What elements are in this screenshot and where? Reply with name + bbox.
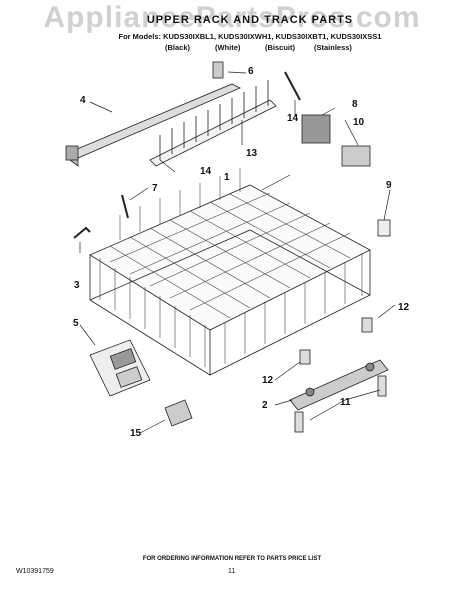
callout-7: 7 — [152, 183, 158, 194]
color-label-white: (White) — [215, 43, 241, 52]
rack-adjuster-part — [289, 359, 389, 411]
callout-2: 2 — [262, 400, 268, 411]
stop-clip-part — [377, 219, 391, 237]
callout-14b: 14 — [200, 166, 212, 177]
callout-10: 10 — [353, 117, 365, 128]
callout-4: 4 — [80, 95, 86, 106]
model-list: For Models: KUDS30IXBL1, KUDS30IXWH1, KU… — [118, 32, 382, 41]
callout-14a: 14 — [287, 113, 299, 124]
page-number: 11 — [228, 568, 236, 575]
track-roller-part — [361, 317, 373, 333]
pin-part — [121, 194, 129, 219]
callout-13: 13 — [246, 148, 258, 159]
color-label-stainless: (Stainless) — [314, 43, 352, 52]
upper-rack-basket-part — [89, 168, 371, 376]
callout-8: 8 — [352, 99, 358, 110]
adjuster-cover-part — [341, 145, 371, 167]
clip-part — [212, 61, 224, 79]
upper-tine-rack-part — [149, 80, 277, 167]
color-label-black: (Black) — [165, 43, 191, 52]
adjuster-housing-part — [301, 114, 331, 144]
watermark: AppliancePartsPros.com — [43, 1, 421, 34]
callout-3: 3 — [74, 280, 80, 291]
clip-part — [284, 71, 301, 101]
callout-6: 6 — [248, 66, 254, 77]
callout-12a: 12 — [398, 302, 410, 313]
ordering-note: FOR ORDERING INFORMATION REFER TO PARTS … — [142, 556, 322, 562]
document-number: W10391759 — [16, 568, 54, 575]
color-label-biscuit: (Biscuit) — [265, 43, 295, 52]
page-title: UPPER RACK AND TRACK PARTS — [146, 14, 354, 26]
bracket-part — [164, 399, 193, 427]
callout-9: 9 — [386, 180, 392, 191]
hook-part — [73, 226, 91, 239]
callout-1: 1 — [224, 172, 230, 183]
track-part — [65, 83, 241, 167]
callout-15: 15 — [130, 428, 142, 439]
callout-11: 11 — [340, 397, 351, 408]
track-stop-part — [377, 375, 387, 397]
silverware-basket-part — [89, 339, 151, 397]
callout-5: 5 — [73, 318, 79, 329]
callout-12b: 12 — [262, 375, 274, 386]
track-roller-part — [299, 349, 311, 365]
track-stop-part — [294, 411, 304, 433]
